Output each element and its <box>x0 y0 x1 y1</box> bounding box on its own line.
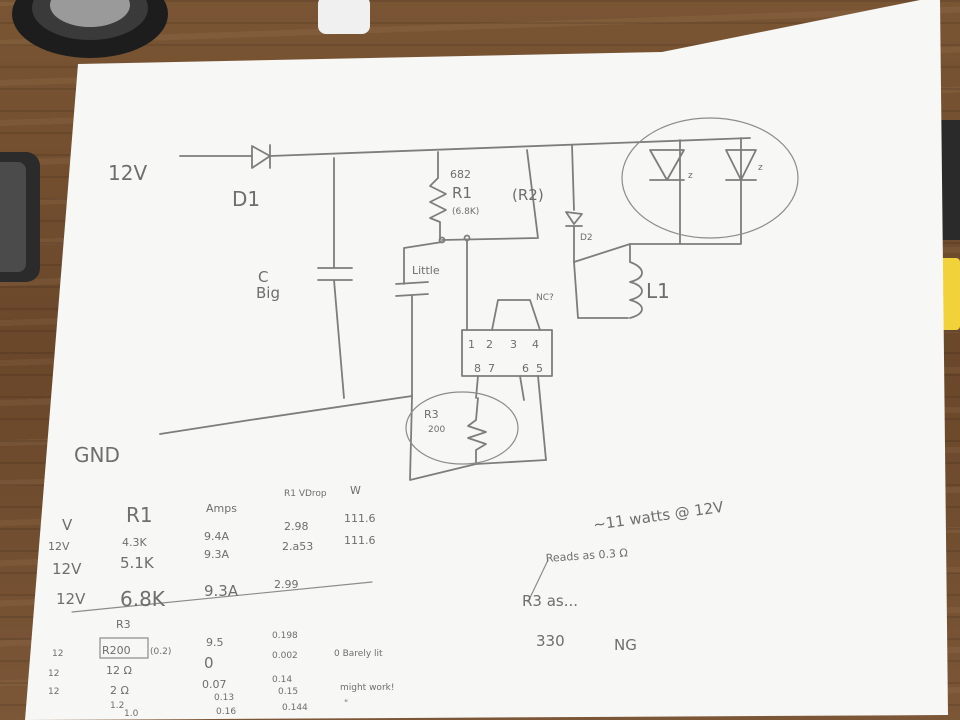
table-r3-results: R3 12 R200 (0.2) 9.5 0.198 12 12 Ω 0 0.0… <box>48 618 394 719</box>
ic-pin-2: 2 <box>486 338 493 351</box>
r2-label: (R2) <box>512 186 544 204</box>
r1-value-label: (6.8K) <box>452 207 479 217</box>
t2-r5-c4: 0.16 <box>216 707 236 717</box>
t1-r3-c3: 9.3A <box>204 582 239 600</box>
diode-d1 <box>251 144 271 169</box>
r1-code-label: 682 <box>450 168 471 181</box>
t2-r4-c6: might work! <box>340 683 394 693</box>
phone-edge <box>0 152 40 282</box>
table1-header-v: V <box>62 516 73 534</box>
ng-note: NG <box>614 636 637 654</box>
t1-r3-c4: 2.99 <box>274 578 299 591</box>
t2-r1-c5: 0.198 <box>272 631 298 641</box>
paper-sheet <box>25 0 948 720</box>
t1-r2-c4: 2.a53 <box>282 540 313 553</box>
c-little-label: Little <box>412 264 440 277</box>
ic-pin-5: 5 <box>536 362 543 375</box>
ic-pin-7: 7 <box>488 362 495 375</box>
schematic <box>71 117 799 613</box>
table1-header-amps: Amps <box>206 502 237 515</box>
t2-r1-c4: 9.5 <box>206 636 224 649</box>
ic-pin-4: 4 <box>532 338 539 351</box>
table1-header-vdrop: R1 VDrop <box>284 489 327 499</box>
reads-note: Reads as 0.3 Ω <box>545 546 628 565</box>
t2-r2-c2: 12 Ω <box>106 664 132 677</box>
t2-r3-c5: 0.14 <box>272 675 292 685</box>
r3-value-label: 200 <box>428 425 445 435</box>
l1-label: L1 <box>646 279 670 303</box>
t1-r2-c3: 9.3A <box>204 548 229 561</box>
t2-r3-c1: 12 <box>48 687 59 697</box>
ic-pin-6: 6 <box>522 362 529 375</box>
cbig-c-label: C <box>258 268 268 286</box>
tape-roll <box>12 0 168 58</box>
ic-pin-3: 3 <box>510 338 517 351</box>
r200-box <box>99 637 149 659</box>
t1-r3-c2: 6.8K <box>120 587 166 611</box>
t2-r5-c5: 0.144 <box>282 703 308 713</box>
t2-r4-c4: 0.13 <box>214 693 234 703</box>
r3-name-label: R3 <box>424 408 439 421</box>
r330-note: 330 <box>536 632 565 650</box>
t2-r2-c4: 0 <box>204 654 214 672</box>
t2-r2-c5: 0.002 <box>272 651 298 661</box>
t1-r1-c4: 2.98 <box>284 520 309 533</box>
battery-pack <box>318 0 370 34</box>
t2-r1-c1: 12 <box>52 649 63 659</box>
t1-r2-c1: 12V <box>52 560 82 578</box>
t2-r2-c1: 12 <box>48 669 59 679</box>
ic-pin-1: 1 <box>468 338 475 351</box>
table1-header-r1: R1 <box>126 503 153 527</box>
t2-r5-c6: " <box>344 699 348 709</box>
t2-r3-c2: 2 Ω <box>110 684 129 697</box>
t2-r1-c3: (0.2) <box>150 647 171 657</box>
t1-r1-c5: 111.6 <box>344 512 376 525</box>
t1-r1-c2: 4.3K <box>122 536 147 549</box>
led1-z-label: z <box>688 171 693 181</box>
table-r1-results: V R1 Amps R1 VDrop W 12V 4.3K 9.4A 2.98 … <box>48 484 376 611</box>
ground-label: GND <box>74 443 120 467</box>
d1-label: D1 <box>232 187 260 211</box>
t1-r1-c3: 9.4A <box>204 530 229 543</box>
t1-r2-c5: 111.6 <box>344 534 376 547</box>
t2-r4-c5: 0.15 <box>278 687 298 697</box>
table1-header-w: W <box>350 484 361 497</box>
t1-r3-c1: 12V <box>56 590 86 608</box>
t2-r2-c6: 0 Barely lit <box>334 649 383 659</box>
table2-header-r3: R3 <box>116 618 131 631</box>
d2-label: D2 <box>580 233 593 243</box>
supply-label: 12V <box>108 161 147 185</box>
t2-r3-c4: 0.07 <box>202 678 227 691</box>
t2-r1-c2: R200 <box>102 644 131 657</box>
ic-pin-8: 8 <box>474 362 481 375</box>
t2-r5-c2: 1.0 <box>124 709 139 719</box>
nc-note: NC? <box>536 293 554 303</box>
t2-r4-c2: 1.2 <box>110 701 124 711</box>
t1-r1-c1: 12V <box>48 540 70 553</box>
r3-as-note: R3 as... <box>522 592 578 610</box>
r1-name-label: R1 <box>452 184 472 202</box>
t1-r2-c2: 5.1K <box>120 554 155 572</box>
led2-z-label: z <box>758 163 763 173</box>
cbig-big-label: Big <box>256 284 280 302</box>
